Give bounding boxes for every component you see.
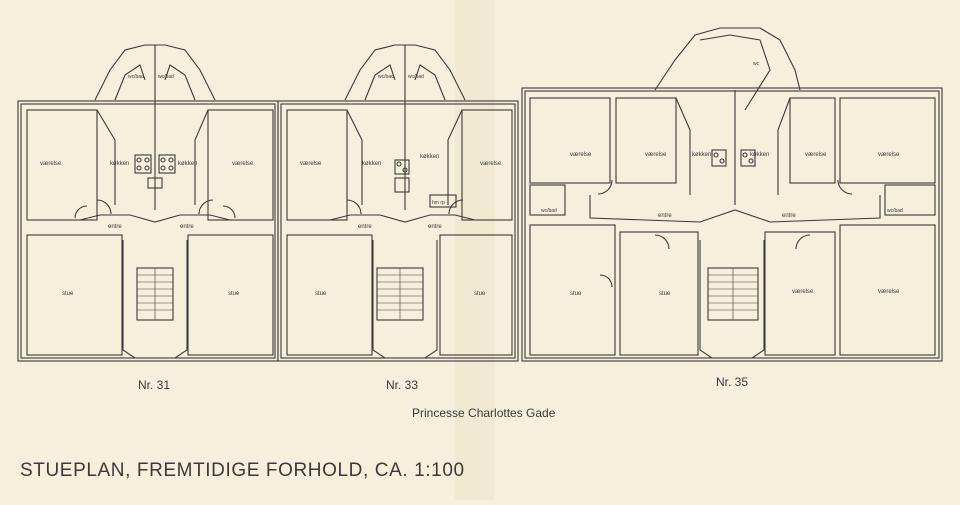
room-label-koekken-35a: køkken bbox=[692, 152, 711, 158]
room-label-entre-31a: entre bbox=[108, 224, 122, 230]
room-label-wcbad-31b: wc/bad bbox=[158, 74, 174, 80]
house-number-33: Nr. 33 bbox=[386, 378, 418, 392]
room-label-wcbad-33a: wc/bad bbox=[378, 74, 394, 80]
room-label-wcbad-35b: wc/bad bbox=[887, 208, 903, 214]
room-label-vaerelse-35d: værelse bbox=[878, 152, 900, 158]
room-label-stue-35b: stue bbox=[659, 291, 671, 297]
street-name: Princesse Charlottes Gade bbox=[412, 406, 556, 420]
room-label-wcbad-33b: wc/bad bbox=[408, 74, 424, 80]
room-label-koekken-33a: køkken bbox=[362, 161, 381, 167]
room-label-vaerelse-35e: værelse bbox=[792, 289, 814, 295]
room-label-stue-35a: stue bbox=[570, 291, 582, 297]
room-label-wcbad-31a: wc/bad bbox=[128, 74, 144, 80]
room-label-stue-33a: stue bbox=[315, 291, 327, 297]
house-number-35: Nr. 35 bbox=[716, 375, 748, 389]
room-label-stue-33b: stue bbox=[474, 291, 486, 297]
room-label-vaerelse-33a: værelse bbox=[300, 161, 322, 167]
room-label-vaerelse-33b: værelse bbox=[480, 161, 502, 167]
room-label-koekken-31a: køkken bbox=[110, 161, 129, 167]
room-label-vaerelse-31b: værelse bbox=[232, 161, 254, 167]
room-label-hmrp-33: hm rp bbox=[432, 200, 445, 206]
room-label-entre-35a: entre bbox=[658, 213, 672, 219]
room-label-entre-33a: entre bbox=[358, 224, 372, 230]
room-label-vaerelse-35a: værelse bbox=[570, 152, 592, 158]
room-label-vaerelse-35f: værelse bbox=[878, 289, 900, 295]
room-label-koekken-35b: køkken bbox=[750, 152, 769, 158]
building-walls bbox=[17, 27, 943, 362]
room-label-koekken-31b: køkken bbox=[178, 161, 197, 167]
room-labels: værelse køkken køkken værelse wc/bad wc/… bbox=[40, 61, 903, 297]
room-label-entre-31b: entre bbox=[180, 224, 194, 230]
room-label-koekken-33b: køkken bbox=[420, 154, 439, 160]
room-label-stue-31a: stue bbox=[62, 291, 74, 297]
room-label-stue-31b: stue bbox=[228, 291, 240, 297]
plan-title: STUEPLAN, FREMTIDIGE FORHOLD, CA. 1:100 bbox=[20, 460, 465, 481]
room-label-entre-33b: entre bbox=[428, 224, 442, 230]
room-label-vaerelse-31a: værelse bbox=[40, 161, 62, 167]
room-label-vaerelse-35b: værelse bbox=[645, 152, 667, 158]
room-label-wc-35: wc bbox=[753, 61, 760, 67]
room-label-wcbad-35a: wc/bad bbox=[541, 208, 557, 214]
house-number-31: Nr. 31 bbox=[138, 378, 170, 392]
room-label-vaerelse-35c: værelse bbox=[805, 152, 827, 158]
room-label-entre-35b: entre bbox=[782, 213, 796, 219]
